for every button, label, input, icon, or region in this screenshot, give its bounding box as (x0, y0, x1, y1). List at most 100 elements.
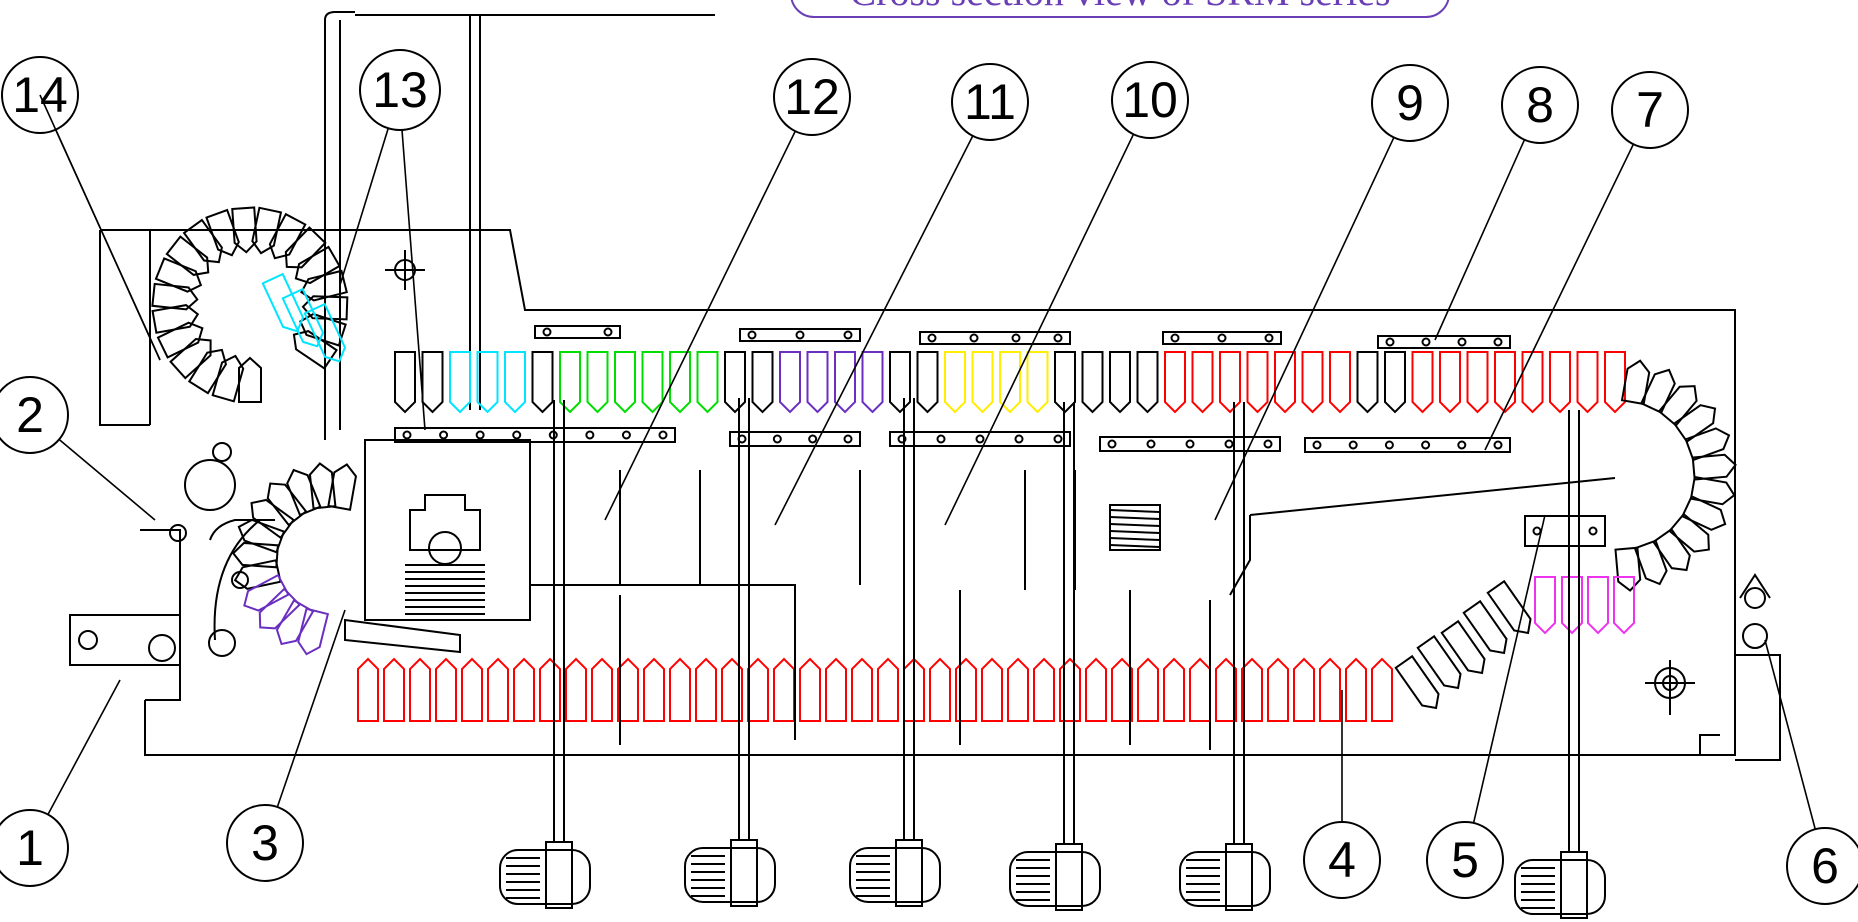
rail-hole (843, 434, 853, 444)
tank-wall (530, 584, 1211, 750)
rail-hole (402, 430, 412, 440)
bottle-holder-top (641, 351, 664, 414)
bottle-cell (1587, 576, 1609, 635)
bottle-holder-bottom (1137, 657, 1159, 722)
bottle-cell (1614, 546, 1642, 592)
motor (849, 398, 941, 907)
bottle-holder-wheel (187, 348, 228, 395)
callout-number: 9 (1396, 75, 1424, 131)
bottle-cell (779, 351, 801, 414)
bottle-cell (1371, 657, 1393, 722)
rail-hole (1457, 440, 1467, 450)
rail-bar (1099, 436, 1281, 452)
bottle-cell (461, 657, 483, 722)
bottle-cell (1215, 657, 1237, 722)
bottle-cell (851, 657, 873, 722)
cam-pin (231, 571, 249, 589)
bottle-cell (1163, 657, 1185, 722)
bottle-cell (1604, 351, 1626, 414)
bottle-holder-wheel (299, 312, 347, 347)
bottle-cell (383, 657, 405, 722)
bottle-cell (916, 351, 939, 414)
bottle-cell (357, 657, 379, 722)
bottle-holder-bottom (565, 657, 587, 722)
bottle-holder-arc (297, 607, 330, 656)
bottle-cell (504, 351, 526, 414)
bottle-cell (669, 657, 691, 722)
callout-14: 14 (1, 56, 161, 361)
bottle-holder-bottom (1033, 657, 1055, 722)
bottle-cell (300, 269, 348, 302)
bottle-cell (421, 351, 444, 414)
bottle-holder-top (806, 351, 829, 414)
callout-circle (951, 63, 1029, 141)
leader-line (1484, 109, 1651, 451)
bottle-cell (156, 321, 204, 359)
bottle-holder-bottom (851, 657, 873, 722)
callout-circle (1501, 66, 1579, 144)
bottle-cell (1613, 576, 1635, 635)
bottle-holder-bottom (799, 657, 821, 722)
bottle-holder-bottom (1189, 657, 1211, 722)
callout-number: 1 (16, 820, 44, 876)
rail-bar-body (729, 431, 861, 447)
bottle-cell (1689, 475, 1736, 506)
bottle-cell (1521, 351, 1544, 414)
bottle-cell (394, 351, 416, 414)
rail-hole (1146, 439, 1156, 449)
spring-coil (1109, 516, 1161, 520)
bottle-holder-wheel (151, 304, 200, 334)
bottle-holder-top (916, 351, 939, 414)
bottle-cell (303, 302, 347, 363)
rail-hole (1457, 337, 1467, 347)
callout-8: 8 (1434, 66, 1579, 341)
bottle-holder-wheel (165, 235, 210, 276)
bottle-holder-curve (1440, 619, 1486, 675)
bottle-cell (1081, 351, 1104, 414)
bottle-cell (1576, 351, 1599, 414)
bottle-cell (929, 657, 951, 722)
bottle-cell (487, 657, 509, 722)
bottle-holder-curve (1691, 453, 1737, 481)
callout-number: 12 (784, 69, 840, 125)
bottle-holder-top (724, 351, 746, 414)
bottle-holder-wheel (231, 206, 258, 254)
bottle-holder-bottom (669, 657, 691, 722)
callout-number: 7 (1636, 82, 1664, 138)
bottle-cell (205, 208, 240, 257)
bottle-cell (231, 206, 258, 254)
bottle-cell (281, 287, 325, 348)
bottle-cell (1111, 657, 1133, 722)
callout-circle (0, 376, 69, 454)
bottle-holder-top (1411, 351, 1434, 414)
rail-hole (512, 430, 522, 440)
bottle-holder-cyan (281, 287, 325, 348)
bottle-cell (258, 587, 301, 630)
pump-housing (364, 439, 531, 621)
bottle-holder-top (421, 351, 444, 414)
bottle-cell (1672, 404, 1717, 443)
bottle-holder-bottom (981, 657, 1003, 722)
rail-hole (1053, 333, 1063, 343)
bottle-holder-bottom (877, 657, 899, 722)
bottle-holder-top (971, 351, 994, 414)
bottle-cell (834, 351, 856, 414)
leader-line (774, 101, 991, 526)
bottle-holder-bottom (487, 657, 509, 722)
bottle-cell (182, 218, 223, 264)
bottle-holder-bottom (461, 657, 483, 722)
bottle-holder-bottom (409, 657, 431, 722)
bottle-holder-top (889, 351, 911, 414)
rail-hole (475, 430, 485, 440)
bracket (140, 529, 181, 701)
bottle-cell (1136, 351, 1159, 414)
bottle-holder-top (504, 351, 526, 414)
bottle-cell (1319, 657, 1341, 722)
rail-bar-body (739, 328, 861, 342)
bottle-cell (1652, 527, 1691, 572)
bottle-cell (903, 657, 925, 722)
rail-bar (534, 325, 621, 339)
rail-hole (1011, 333, 1021, 343)
bottle-cell (641, 351, 664, 414)
bottle-cell (1241, 657, 1263, 722)
